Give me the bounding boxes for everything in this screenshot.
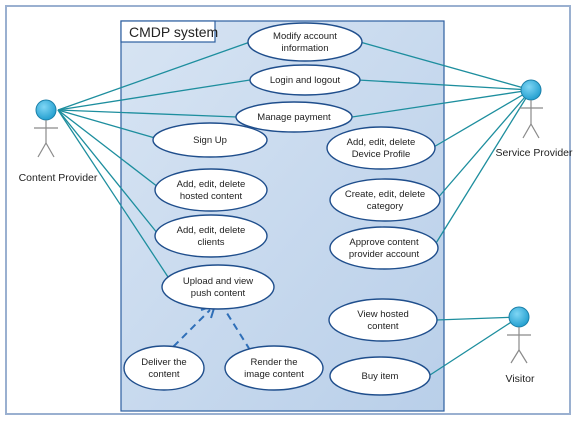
use-case-label: image content xyxy=(244,369,304,380)
use-case-label: Buy item xyxy=(362,371,399,382)
use-case-label: provider account xyxy=(349,249,420,260)
include-arrow-deliver xyxy=(164,309,211,356)
use-case-label: Approve content xyxy=(349,237,419,248)
actor-head-icon xyxy=(508,306,530,328)
actor-label: Service Provider xyxy=(495,147,573,159)
use-case-label: Create, edit, delete xyxy=(345,189,425,200)
actor-content-provider[interactable]: Content Provider xyxy=(19,99,98,184)
use-case-label: push content xyxy=(191,288,246,299)
use-case-approve-account[interactable]: Approve content provider account xyxy=(329,226,439,270)
assoc-cp-payment xyxy=(57,109,238,118)
assoc-cp-hosted xyxy=(57,109,159,188)
use-case-manage-payment[interactable]: Manage payment xyxy=(235,101,353,133)
use-case-upload-push[interactable]: Upload and view push content xyxy=(161,264,275,310)
assoc-sp-device xyxy=(431,89,532,149)
use-case-label: Device Profile xyxy=(352,149,411,160)
actor-head-icon xyxy=(520,79,542,101)
use-case-label: Sign Up xyxy=(193,135,227,146)
assoc-sp-modify xyxy=(359,41,532,91)
use-case-label: category xyxy=(367,201,404,212)
use-case-view-hosted[interactable]: View hosted content xyxy=(328,298,438,342)
use-case-label: Add, edit, delete xyxy=(177,225,246,236)
use-case-sign-up[interactable]: Sign Up xyxy=(152,122,268,158)
actor-service-provider[interactable]: Service Provider xyxy=(495,79,573,159)
assoc-cp-login xyxy=(57,79,251,111)
use-case-label: Add, edit, delete xyxy=(347,137,416,148)
actor-label: Content Provider xyxy=(19,172,98,184)
actor-visitor[interactable]: Visitor xyxy=(506,306,535,385)
assoc-sp-login xyxy=(357,79,532,91)
use-case-buy-item[interactable]: Buy item xyxy=(329,356,431,396)
use-case-login-logout[interactable]: Login and logout xyxy=(249,64,361,96)
use-case-label: Upload and view xyxy=(183,276,253,287)
use-case-label: content xyxy=(367,321,399,332)
assoc-cp-clients xyxy=(57,109,159,235)
assoc-sp-payment xyxy=(351,89,532,118)
assoc-cp-upload xyxy=(57,109,171,281)
assoc-cp-signup xyxy=(57,109,156,139)
system-title: CMDP system xyxy=(129,24,218,40)
use-case-label: information xyxy=(282,43,329,54)
use-case-label: Add, edit, delete xyxy=(177,179,246,190)
use-case-label: Modify account xyxy=(273,31,337,42)
use-case-category[interactable]: Create, edit, delete category xyxy=(329,178,441,222)
assoc-visitor-buy xyxy=(429,316,520,376)
use-case-label: content xyxy=(148,369,180,380)
use-case-clients[interactable]: Add, edit, delete clients xyxy=(154,214,268,258)
use-cases: Modify account information Login and log… xyxy=(123,22,441,396)
use-case-label: Deliver the xyxy=(141,357,186,368)
actor-head-icon xyxy=(35,99,57,121)
assoc-visitor-view xyxy=(435,316,520,321)
use-case-label: Manage payment xyxy=(257,112,331,123)
actor-label: Visitor xyxy=(506,373,535,385)
use-case-device-profile[interactable]: Add, edit, delete Device Profile xyxy=(326,126,436,170)
use-case-deliver-content[interactable]: Deliver the content xyxy=(123,345,205,391)
use-case-label: Render the xyxy=(250,357,297,368)
use-case-hosted-content[interactable]: Add, edit, delete hosted content xyxy=(154,168,268,212)
associations xyxy=(57,41,532,376)
use-case-label: hosted content xyxy=(180,191,243,202)
assoc-cp-modify xyxy=(57,41,251,111)
assoc-sp-category xyxy=(435,89,532,201)
use-case-render-image[interactable]: Render the image content xyxy=(224,345,324,391)
use-case-label: View hosted xyxy=(357,309,409,320)
include-arrow-render xyxy=(224,309,251,351)
use-case-label: Login and logout xyxy=(270,75,341,86)
assoc-sp-approve xyxy=(432,89,532,249)
use-case-modify-account[interactable]: Modify account information xyxy=(247,22,363,62)
use-case-label: clients xyxy=(198,237,225,248)
